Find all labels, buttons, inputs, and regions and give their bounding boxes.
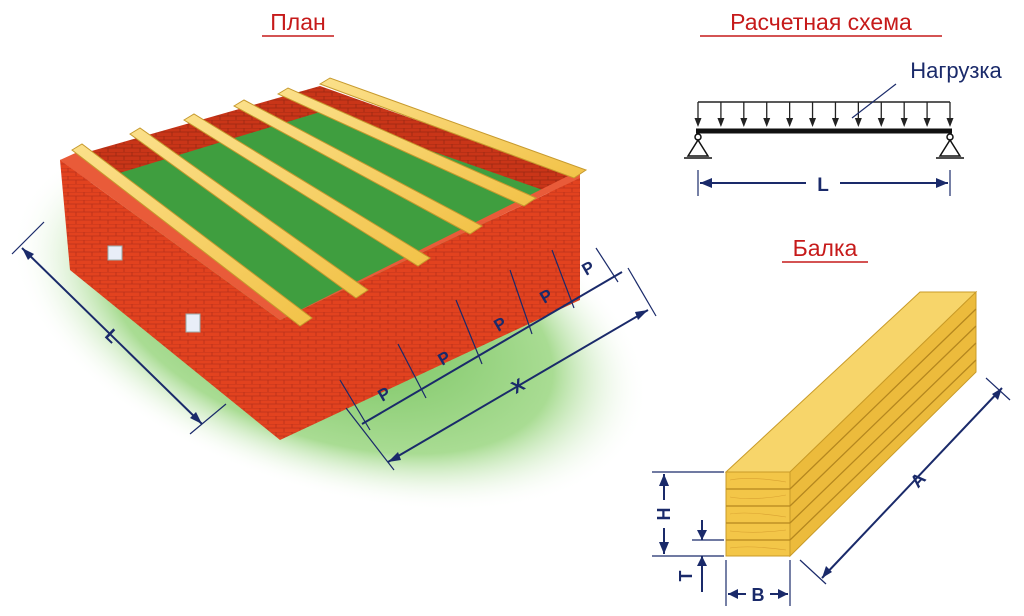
beam-title: Балка <box>793 235 858 261</box>
beam-front-face <box>725 471 791 557</box>
load-arrow-head <box>694 118 702 127</box>
joist-4 <box>232 99 483 235</box>
load-arrow-head <box>831 118 839 127</box>
back-wall-right <box>320 86 580 196</box>
load-arrow-head <box>900 118 908 127</box>
load-arrow-head <box>854 118 862 127</box>
beam-dimension-height: H <box>652 471 724 557</box>
right-support <box>936 133 964 159</box>
load-arrow-head <box>740 118 748 127</box>
load-arrow-head <box>809 118 817 127</box>
distributed-load <box>694 101 954 127</box>
beam-layer-label: T <box>676 571 696 582</box>
scheme-title: Расчетная схема <box>730 9 912 35</box>
span-label: L <box>817 175 829 196</box>
load-arrow-head <box>946 118 954 127</box>
beam-laminations <box>726 308 977 541</box>
load-label: Нагрузка <box>910 58 1002 83</box>
beam-dimension-layer: T <box>676 520 724 592</box>
plan-dimension-length: L <box>11 221 227 435</box>
calculation-scheme: Нагрузка L <box>684 58 1003 196</box>
load-arrow-head <box>717 118 725 127</box>
front-left-wall <box>60 160 280 440</box>
joist-2 <box>129 127 369 299</box>
front-right-wall <box>280 178 580 440</box>
beam-length-label: A <box>906 468 929 491</box>
load-arrow-head <box>877 118 885 127</box>
joist-1 <box>71 143 313 327</box>
plan-illustration <box>11 86 649 512</box>
load-arrow-head <box>763 118 771 127</box>
load-arrow-head <box>786 118 794 127</box>
window-2 <box>185 313 201 333</box>
load-arrow-head <box>923 118 931 127</box>
beam-dimension-width: B <box>725 560 791 606</box>
plan-title: План <box>270 9 325 35</box>
floor-joists <box>71 77 588 327</box>
beam-illustration <box>724 290 978 558</box>
joist-3 <box>183 113 431 267</box>
joist-5 <box>276 87 538 207</box>
left-support <box>684 133 712 159</box>
beam-width-label: B <box>752 585 765 605</box>
load-label-leader <box>851 83 897 119</box>
joist-6 <box>318 77 588 179</box>
window-1 <box>107 245 123 261</box>
beam-height-label: H <box>654 508 674 521</box>
load-arrows <box>694 102 954 127</box>
